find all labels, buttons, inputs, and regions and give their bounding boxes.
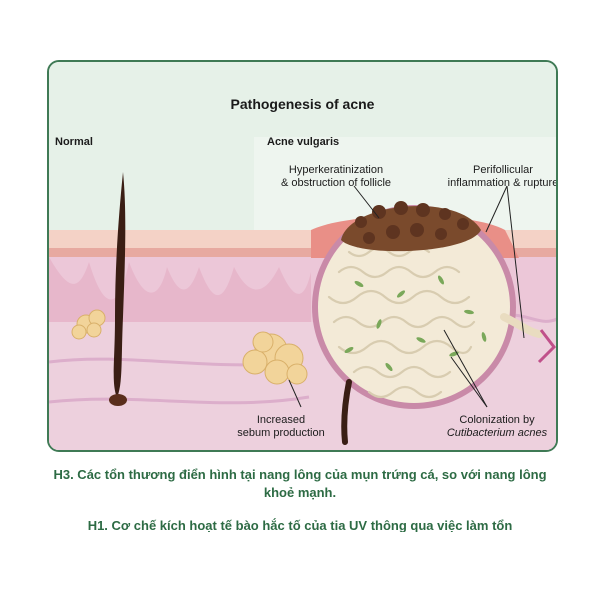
colonization-label: Colonization by Cutibacterium acnes <box>437 414 556 440</box>
sebum-line1: Increased <box>256 414 306 426</box>
hyperkeratinization-line2: & obstruction of follicle <box>280 177 392 189</box>
hyperkeratinization-line1: Hyperkeratinization <box>288 164 384 176</box>
sebum-label: Increased sebum production <box>225 414 337 440</box>
normal-label: Normal <box>55 136 93 148</box>
colonization-line2: Cutibacterium acnes <box>446 427 548 439</box>
diagram-title: Pathogenesis of acne <box>230 96 375 112</box>
perifollicular-line1: Perifollicular <box>473 164 533 176</box>
figure-caption-h3: H3. Các tổn thương điển hình tại nang lô… <box>53 467 547 500</box>
acne-vulgaris-label: Acne vulgaris <box>267 136 340 148</box>
perifollicular-line2: inflammation & rupture <box>447 177 558 189</box>
perifollicular-label: Perifollicular inflammation & rupture <box>442 164 558 190</box>
hyperkeratinization-label: Hyperkeratinization & obstruction of fol… <box>267 164 405 190</box>
colonization-line1: Colonization by <box>459 414 535 426</box>
acne-diagram-figure: Pathogenesis of acne Normal Acne vulgari… <box>47 60 558 452</box>
figure-caption-h1-partial: H1. Cơ chế kích hoạt tế bào hắc tố của t… <box>87 518 513 532</box>
sebum-line2: sebum production <box>237 427 325 439</box>
skin-illustration <box>49 62 556 450</box>
